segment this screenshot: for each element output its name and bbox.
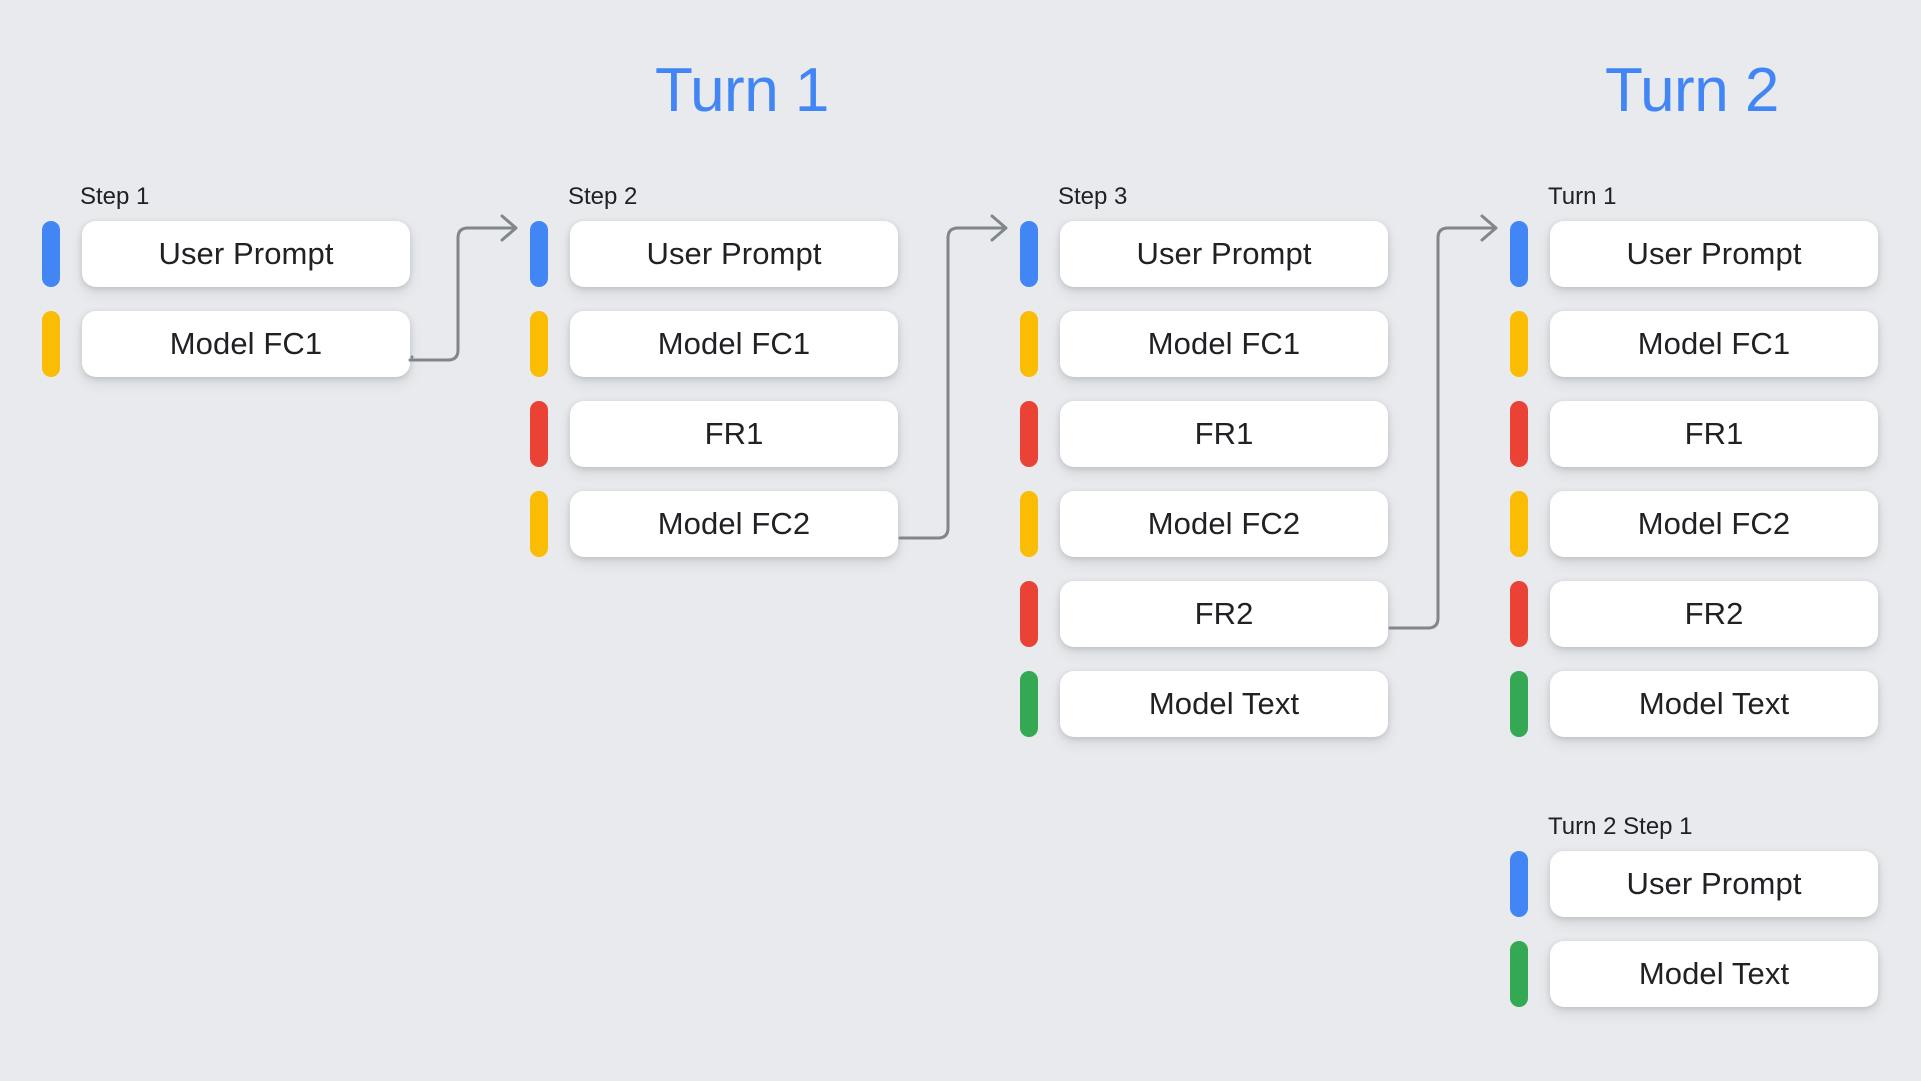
column-label-step-2: Step 2 [568, 183, 638, 210]
status-bar-user-prompt [42, 221, 60, 287]
row-item: User Prompt [1510, 221, 1878, 287]
column-turn-1-history: Turn 1 User Prompt Model FC1 FR1 Model F… [1510, 185, 1878, 737]
status-bar-model-fc [1510, 491, 1528, 557]
row-list-turn-2-step-1: User Prompt Model Text [1510, 851, 1878, 1007]
row-item: Model Text [1020, 671, 1388, 737]
connector-step-1-to-step-2 [408, 214, 518, 362]
card-label[interactable]: FR1 [1550, 401, 1878, 467]
card-label[interactable]: Model FC2 [1060, 491, 1388, 557]
column-label-step-3: Step 3 [1058, 183, 1128, 210]
card-label[interactable]: FR2 [1060, 581, 1388, 647]
column-label-turn-2-step-1: Turn 2 Step 1 [1548, 813, 1693, 840]
status-bar-model-fc [1020, 491, 1038, 557]
status-bar-model-text [1020, 671, 1038, 737]
status-bar-model-fc [1020, 311, 1038, 377]
status-bar-model-text [1510, 941, 1528, 1007]
status-bar-model-fc [530, 491, 548, 557]
column-label-step-1: Step 1 [80, 183, 150, 210]
card-label[interactable]: User Prompt [1550, 221, 1878, 287]
row-item: FR2 [1020, 581, 1388, 647]
card-label[interactable]: Model FC1 [570, 311, 898, 377]
status-bar-user-prompt [530, 221, 548, 287]
card-label[interactable]: User Prompt [82, 221, 410, 287]
row-item: Model FC1 [1020, 311, 1388, 377]
turn-2-header: Turn 2 [1605, 56, 1779, 125]
status-bar-user-prompt [1510, 851, 1528, 917]
status-bar-function-response [1020, 581, 1038, 647]
status-bar-model-fc [530, 311, 548, 377]
status-bar-model-fc [42, 311, 60, 377]
turn-1-header: Turn 1 [655, 56, 829, 125]
status-bar-user-prompt [1510, 221, 1528, 287]
card-label[interactable]: Model FC1 [1060, 311, 1388, 377]
column-turn-2-step-1: Turn 2 Step 1 User Prompt Model Text [1510, 815, 1878, 1007]
row-item: Model FC1 [1510, 311, 1878, 377]
row-item: Model Text [1510, 941, 1878, 1007]
row-item: Model FC2 [530, 491, 898, 557]
card-label[interactable]: Model Text [1060, 671, 1388, 737]
row-list-step-1: User Prompt Model FC1 [42, 221, 410, 377]
card-label[interactable]: User Prompt [570, 221, 898, 287]
row-item: FR1 [530, 401, 898, 467]
status-bar-model-text [1510, 671, 1528, 737]
column-step-1: Step 1 User Prompt Model FC1 [42, 185, 410, 377]
card-label[interactable]: FR1 [570, 401, 898, 467]
row-item: Model FC1 [42, 311, 410, 377]
row-item: User Prompt [42, 221, 410, 287]
card-label[interactable]: User Prompt [1550, 851, 1878, 917]
row-item: Model FC2 [1020, 491, 1388, 557]
row-item: User Prompt [1510, 851, 1878, 917]
row-list-step-3: User Prompt Model FC1 FR1 Model FC2 FR2 … [1020, 221, 1388, 737]
row-item: FR1 [1510, 401, 1878, 467]
row-item: FR1 [1020, 401, 1388, 467]
card-label[interactable]: Model FC1 [1550, 311, 1878, 377]
row-item: Model FC2 [1510, 491, 1878, 557]
connector-step-2-to-step-3 [898, 214, 1008, 540]
row-item: User Prompt [1020, 221, 1388, 287]
column-label-turn-1: Turn 1 [1548, 183, 1617, 210]
column-step-2: Step 2 User Prompt Model FC1 FR1 Model F… [530, 185, 898, 557]
status-bar-user-prompt [1020, 221, 1038, 287]
row-list-step-2: User Prompt Model FC1 FR1 Model FC2 [530, 221, 898, 557]
status-bar-function-response [530, 401, 548, 467]
status-bar-model-fc [1510, 311, 1528, 377]
row-item: FR2 [1510, 581, 1878, 647]
card-label[interactable]: Model FC2 [570, 491, 898, 557]
status-bar-function-response [1510, 401, 1528, 467]
status-bar-function-response [1020, 401, 1038, 467]
row-item: Model FC1 [530, 311, 898, 377]
card-label[interactable]: Model FC2 [1550, 491, 1878, 557]
column-step-3: Step 3 User Prompt Model FC1 FR1 Model F… [1020, 185, 1388, 737]
card-label[interactable]: FR2 [1550, 581, 1878, 647]
card-label[interactable]: Model FC1 [82, 311, 410, 377]
card-label[interactable]: User Prompt [1060, 221, 1388, 287]
row-item: Model Text [1510, 671, 1878, 737]
card-label[interactable]: Model Text [1550, 941, 1878, 1007]
status-bar-function-response [1510, 581, 1528, 647]
row-item: User Prompt [530, 221, 898, 287]
connector-step-3-to-turn-1 [1388, 214, 1498, 630]
row-list-turn-1: User Prompt Model FC1 FR1 Model FC2 FR2 … [1510, 221, 1878, 737]
card-label[interactable]: Model Text [1550, 671, 1878, 737]
card-label[interactable]: FR1 [1060, 401, 1388, 467]
